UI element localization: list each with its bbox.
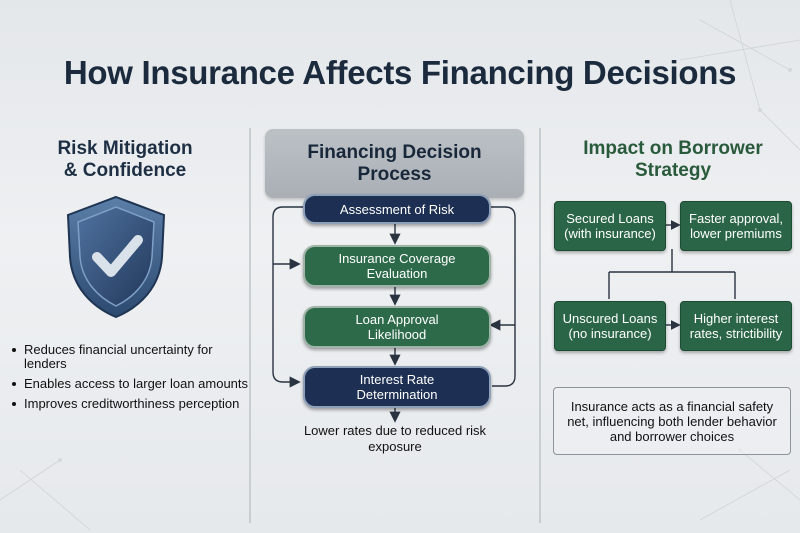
step-loan-approval-likelihood: Loan Approval Likelihood: [303, 306, 491, 348]
faster-approval-box: Faster approval, lower premiums: [680, 201, 792, 251]
list-item: Enables access to larger loan amounts: [10, 377, 250, 391]
risk-mitigation-heading: Risk Mitigation & Confidence: [57, 138, 193, 181]
list-item: Reduces financial uncertainty for lender…: [10, 343, 250, 371]
shield-check-icon: [66, 195, 166, 319]
secured-loans-box: Secured Loans (with insurance): [554, 201, 666, 251]
process-heading: Financing Decision Process: [265, 129, 524, 198]
step-insurance-coverage-evaluation: Insurance Coverage Evaluation: [303, 245, 491, 287]
borrower-strategy-heading: Impact on Borrower Strategy: [583, 138, 763, 181]
list-item: Improves creditworthiness perception: [10, 397, 250, 411]
unsecured-loans-box: Unscured Loans (no insurance): [554, 301, 666, 351]
column-divider-right: [539, 128, 541, 523]
higher-interest-box: Higher interest rates, strictibility: [680, 301, 792, 351]
step-assessment-of-risk: Assessment of Risk: [303, 194, 491, 224]
benefit-list: Reduces financial uncertainty for lender…: [10, 343, 250, 417]
summary-box: Insurance acts as a financial safety net…: [553, 387, 791, 455]
column-divider-left: [249, 128, 251, 523]
process-footnote: Lower rates due to reduced risk exposure: [303, 423, 487, 454]
step-interest-rate-determination: Interest Rate Determination: [303, 366, 491, 408]
page-title: How Insurance Affects Financing Decision…: [63, 54, 737, 91]
